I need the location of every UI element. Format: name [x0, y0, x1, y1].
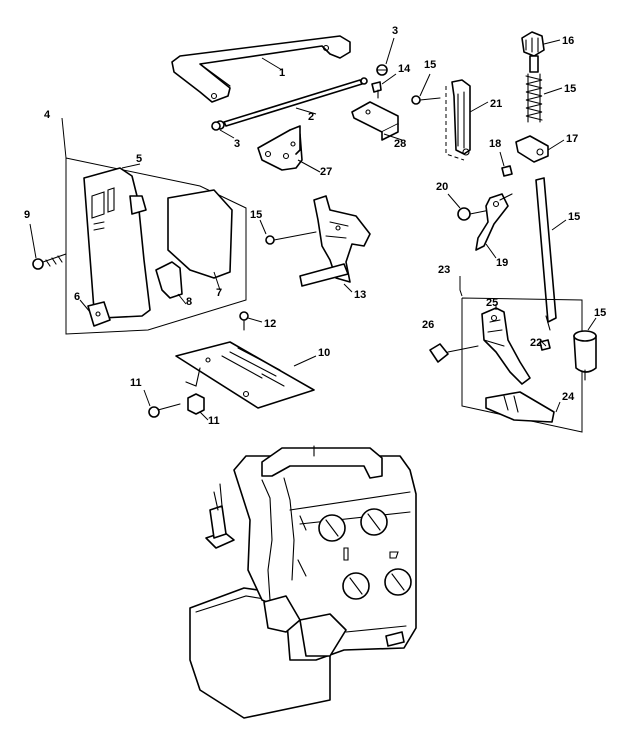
- callout-10: 10: [318, 347, 330, 359]
- callout-25: 22: [530, 337, 542, 349]
- callout-30: 27: [320, 166, 332, 178]
- callout-28: 25: [486, 297, 498, 309]
- callout-7: 7: [216, 287, 222, 299]
- needle-plate-10: [175, 341, 315, 409]
- bracket-14: [299, 195, 371, 287]
- callout-14: 13: [354, 289, 366, 301]
- callout-29: 26: [422, 319, 434, 331]
- callout-18: 15: [564, 83, 576, 95]
- callout-16: 15: [568, 211, 580, 223]
- handle-shaft: [215, 77, 368, 130]
- callout-24: 21: [490, 98, 502, 110]
- callout-15-right: 15: [424, 59, 436, 71]
- bracket-31: [351, 101, 399, 141]
- callout-6: 6: [74, 291, 80, 303]
- carrying-handle: [171, 35, 351, 103]
- needle-bar-guide-24: [451, 79, 471, 156]
- screw-23: [457, 207, 491, 221]
- callout-3-lower: 3: [234, 138, 240, 150]
- callout-4: 4: [44, 109, 51, 121]
- callout-26: 23: [438, 264, 450, 276]
- needle-bar-16: [535, 177, 557, 331]
- callout-15-top: 14: [398, 63, 411, 75]
- callout-19: 16: [562, 35, 574, 47]
- screw-9: [32, 253, 67, 270]
- screw-15-mid: [265, 231, 317, 245]
- callout-21: 18: [489, 138, 501, 150]
- callout-8: 8: [186, 296, 192, 308]
- callout-9: 9: [24, 209, 30, 221]
- callout-31: 28: [394, 138, 406, 150]
- set-screw-21: [501, 165, 513, 177]
- callout-13: 12: [264, 318, 276, 330]
- overlock-machine-illustration: [189, 445, 417, 719]
- thread-guide-22: [475, 193, 513, 251]
- callout-22: 19: [496, 257, 508, 269]
- callout-17: 15: [594, 307, 606, 319]
- screw-15-top: [371, 81, 382, 99]
- callout-27: 24: [562, 391, 575, 403]
- screw-3-lower: [211, 121, 221, 131]
- screw-3-upper: [376, 64, 388, 76]
- callout-5: 5: [136, 153, 142, 165]
- front-cover-assembly: [65, 157, 247, 335]
- callout-23: 20: [436, 181, 448, 193]
- callout-15-mid: 15: [250, 209, 262, 221]
- callout-11: 11: [208, 415, 220, 427]
- needle-bar-clamp-20: [515, 135, 549, 163]
- spring-18: [525, 73, 543, 123]
- callout-2: 2: [308, 111, 314, 123]
- callout-20: 17: [566, 133, 578, 145]
- bracket-30: [257, 125, 303, 171]
- screw-13: [239, 311, 249, 331]
- nut-11: [187, 393, 205, 415]
- knob-17: [573, 330, 597, 381]
- callout-1: 1: [279, 67, 285, 79]
- thumbscrew-19: [521, 31, 545, 73]
- presser-foot-assembly: [429, 297, 583, 433]
- screw-15-right: [411, 95, 441, 105]
- screw-12: [148, 403, 181, 418]
- callout-3-upper: 3: [392, 25, 398, 37]
- callout-12: 11: [130, 377, 142, 389]
